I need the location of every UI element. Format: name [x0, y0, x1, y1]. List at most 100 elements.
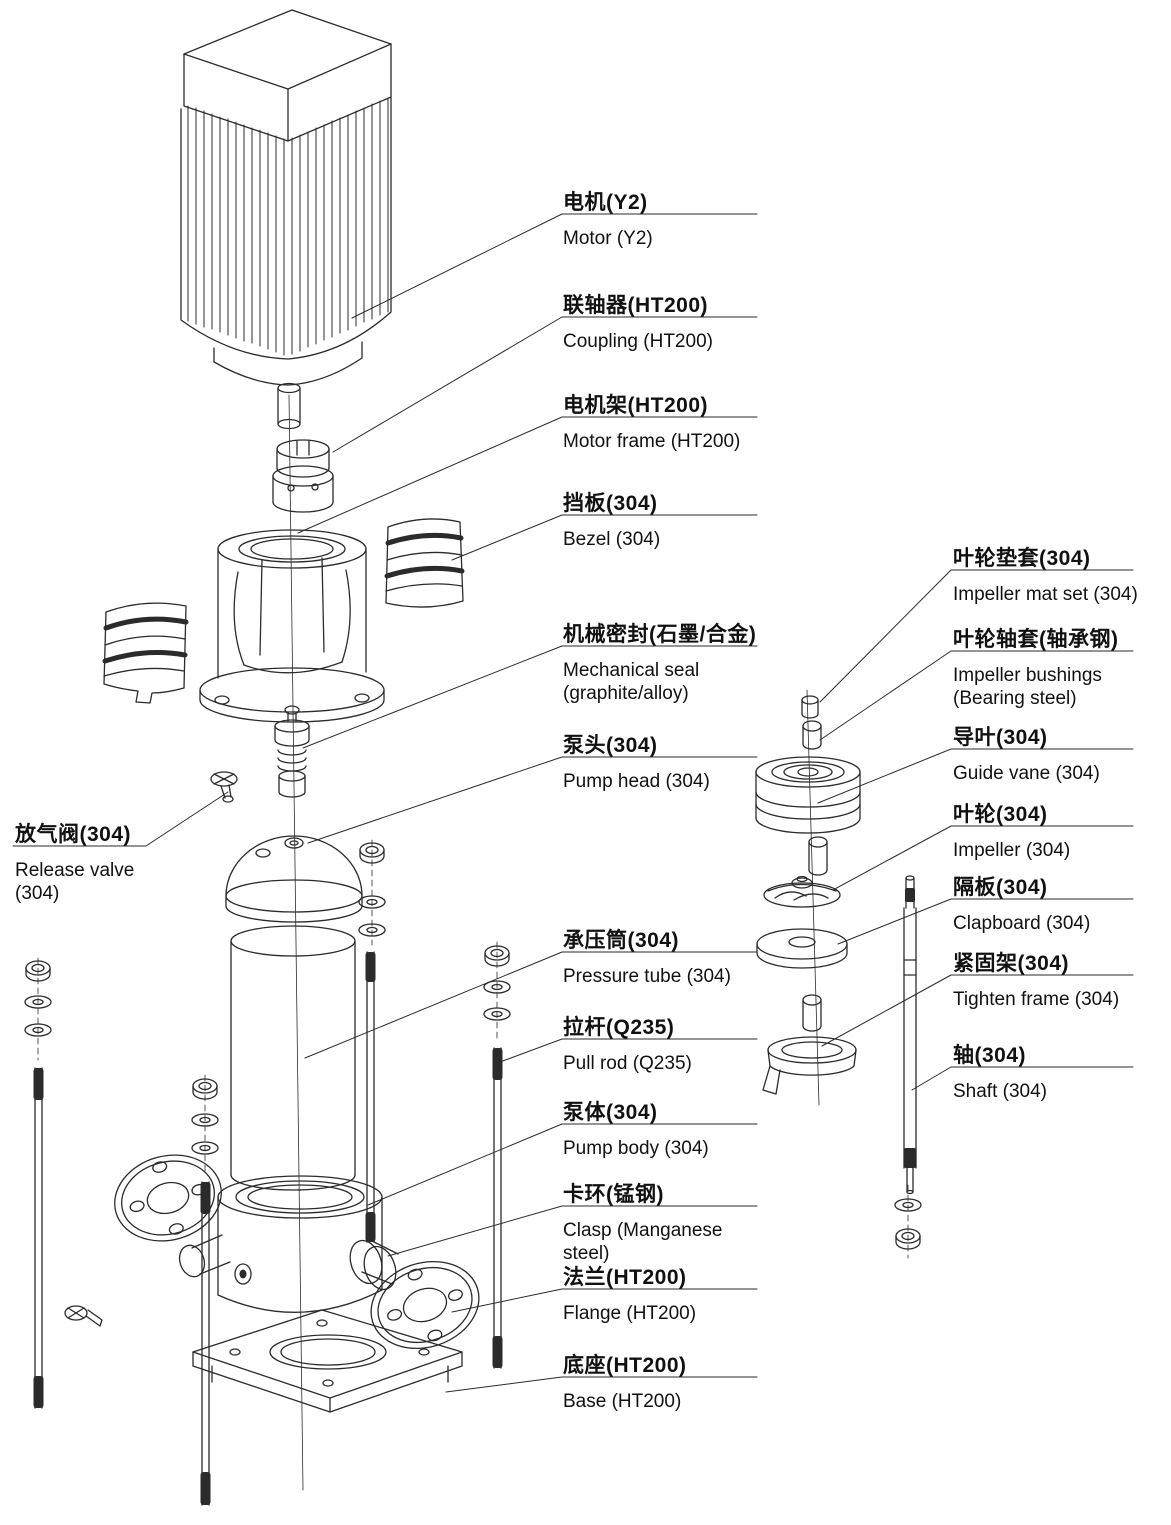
label-flange-en: Flange (HT200) — [563, 1303, 697, 1324]
leader-clasp — [387, 1205, 758, 1257]
label-clasp: 卡环(锰钢) Clasp (Manganese steel) — [563, 1178, 768, 1265]
label-motor-zh: 电机(Y2) — [563, 191, 648, 214]
mechanical-seal-part-drawing — [274, 711, 310, 798]
label-impeller-bushings: 叶轮轴套(轴承钢) Impeller bushings (Bearing ste… — [953, 623, 1148, 710]
label-impeller-bushings-en: Impeller bushings (Bearing steel) — [953, 665, 1102, 710]
impeller-bushing-part-drawing — [802, 720, 822, 750]
bezel-left-part-drawing — [102, 602, 189, 704]
center-axis-lines — [37, 394, 909, 1491]
label-mechanical-seal: 机械密封(石墨/合金) Mechanical seal (graphite/al… — [563, 618, 768, 705]
label-bezel-zh: 挡板(304) — [563, 492, 658, 515]
tighten-frame-part-drawing — [762, 1036, 857, 1095]
label-pull-rod-en: Pull rod (Q235) — [563, 1053, 692, 1074]
leader-clapboard — [837, 898, 1134, 945]
pull-rod-3-drawing — [365, 951, 376, 1243]
leader-pressure-tube — [304, 951, 758, 1059]
label-pull-rod: 拉杆(Q235) Pull rod (Q235) — [563, 1011, 768, 1075]
leader-guide-vane — [817, 748, 1134, 804]
leader-coupling — [332, 316, 758, 453]
label-motor-frame-zh: 电机架(HT200) — [563, 394, 709, 417]
release-valve-part-drawing — [210, 771, 238, 803]
bezel-right-part-drawing — [384, 518, 465, 608]
label-shaft: 轴(304) Shaft (304) — [953, 1039, 1148, 1103]
label-guide-vane-en: Guide vane (304) — [953, 763, 1100, 784]
leader-motor — [351, 213, 758, 319]
label-coupling-zh: 联轴器(HT200) — [563, 294, 709, 317]
label-flange: 法兰(HT200) Flange (HT200) — [563, 1261, 768, 1325]
base-part-drawing — [192, 1309, 463, 1413]
leader-impeller-bushings — [819, 650, 1134, 741]
label-tighten-frame: 紧固架(304) Tighten frame (304) — [953, 947, 1148, 1011]
label-pump-body: 泵体(304) Pump body (304) — [563, 1096, 768, 1160]
label-pump-body-en: Pump body (304) — [563, 1138, 709, 1159]
leader-pull-rod — [499, 1038, 758, 1063]
pull-rod-4-drawing — [492, 1047, 503, 1369]
clapboard-part-drawing — [756, 928, 848, 969]
label-shaft-zh: 轴(304) — [953, 1044, 1027, 1067]
label-release-valve-en: Release valve (304) — [15, 860, 135, 905]
label-pull-rod-zh: 拉杆(Q235) — [563, 1016, 675, 1039]
label-impeller: 叶轮(304) Impeller (304) — [953, 798, 1148, 862]
label-impeller-mat-set: 叶轮垫套(304) Impeller mat set (304) — [953, 542, 1148, 606]
impeller-mat-set-part-drawing — [801, 695, 819, 719]
leader-impeller-mat-set — [819, 569, 1134, 703]
leader-pump-body — [367, 1123, 758, 1206]
screw-part-drawing — [64, 1305, 103, 1327]
label-mechanical-seal-zh: 机械密封(石墨/合金) — [563, 623, 757, 646]
label-mechanical-seal-en: Mechanical seal (graphite/alloy) — [563, 660, 700, 705]
clasp-part-drawing — [349, 1239, 397, 1291]
label-clapboard-en: Clapboard (304) — [953, 913, 1091, 934]
label-bezel-en: Bezel (304) — [563, 529, 661, 550]
label-base-zh: 底座(HT200) — [563, 1354, 687, 1377]
label-impeller-zh: 叶轮(304) — [953, 803, 1048, 826]
label-shaft-en: Shaft (304) — [953, 1081, 1047, 1102]
label-motor: 电机(Y2) Motor (Y2) — [563, 186, 768, 250]
leader-shaft — [911, 1066, 1134, 1091]
label-pressure-tube-zh: 承压筒(304) — [563, 929, 680, 952]
pressure-tube-part-drawing — [230, 925, 356, 1191]
leader-flange — [451, 1288, 758, 1313]
pull-rod-1-drawing — [33, 1067, 44, 1409]
shaft-part-drawing — [903, 875, 917, 1195]
label-release-valve: 放气阀(304) Release valve (304) — [15, 818, 165, 905]
motor-part-drawing — [180, 9, 392, 430]
leader-mechanical-seal — [302, 645, 758, 749]
pump-body-part-drawing — [178, 1175, 399, 1313]
label-clapboard-zh: 隔板(304) — [953, 876, 1048, 899]
label-pressure-tube: 承压筒(304) Pressure tube (304) — [563, 924, 768, 988]
leader-release-valve — [12, 791, 229, 847]
label-clasp-en: Clasp (Manganese steel) — [563, 1220, 723, 1265]
label-tighten-frame-zh: 紧固架(304) — [953, 952, 1070, 975]
coupling-part-drawing — [272, 439, 334, 513]
label-bezel: 挡板(304) Bezel (304) — [563, 487, 768, 551]
guide-vane-part-drawing — [755, 756, 861, 834]
label-clasp-zh: 卡环(锰钢) — [563, 1183, 664, 1206]
label-clapboard: 隔板(304) Clapboard (304) — [953, 871, 1148, 935]
leader-motor-frame — [297, 416, 758, 534]
impeller-part-drawing — [763, 875, 841, 908]
label-impeller-bushings-zh: 叶轮轴套(轴承钢) — [953, 628, 1119, 651]
label-coupling: 联轴器(HT200) Coupling (HT200) — [563, 289, 768, 353]
label-coupling-en: Coupling (HT200) — [563, 331, 713, 352]
label-guide-vane: 导叶(304) Guide vane (304) — [953, 721, 1148, 785]
label-impeller-en: Impeller (304) — [953, 840, 1071, 861]
flange-right-part-drawing — [370, 1260, 480, 1350]
leader-impeller — [832, 825, 1134, 891]
label-impeller-mat-set-en: Impeller mat set (304) — [953, 584, 1138, 605]
label-base: 底座(HT200) Base (HT200) — [563, 1349, 768, 1413]
label-release-valve-zh: 放气阀(304) — [15, 823, 132, 846]
flange-left-part-drawing — [114, 1154, 222, 1242]
label-guide-vane-zh: 导叶(304) — [953, 726, 1048, 749]
label-motor-frame: 电机架(HT200) Motor frame (HT200) — [563, 389, 768, 453]
label-flange-zh: 法兰(HT200) — [563, 1266, 687, 1289]
label-impeller-mat-set-zh: 叶轮垫套(304) — [953, 547, 1091, 570]
leader-bezel — [451, 514, 758, 561]
tighten-frame-spacer-drawing — [802, 994, 822, 1032]
leader-base — [445, 1376, 758, 1393]
label-pressure-tube-en: Pressure tube (304) — [563, 966, 731, 987]
label-motor-en: Motor (Y2) — [563, 228, 653, 249]
pump-head-part-drawing — [225, 835, 363, 923]
label-pump-head: 泵头(304) Pump head (304) — [563, 729, 768, 793]
